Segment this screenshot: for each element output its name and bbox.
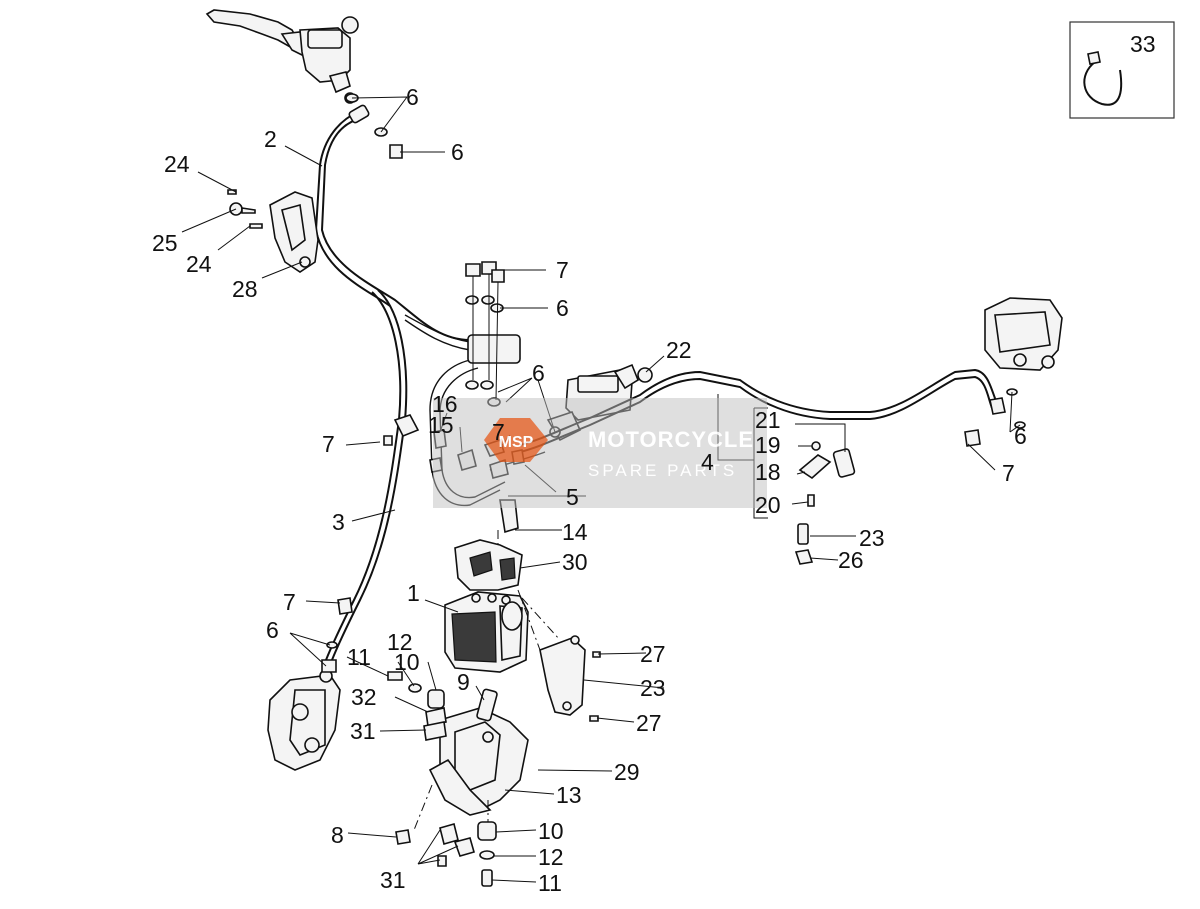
hose-2 [314, 104, 471, 341]
front-brake-caliper [267, 597, 353, 771]
callout-12: 12 [387, 629, 413, 655]
callout-14: 14 [562, 519, 588, 545]
callout-31: 31 [350, 718, 376, 744]
callout-11: 11 [347, 644, 371, 670]
callout-27: 27 [640, 641, 666, 667]
callout-33: 33 [1130, 31, 1156, 57]
callout-27: 27 [636, 710, 662, 736]
callout-9: 9 [457, 669, 470, 695]
bracket-30 [454, 539, 523, 591]
callout-7: 7 [556, 257, 569, 283]
callout-22: 23 [859, 525, 885, 551]
callout-21: 22 [666, 337, 692, 363]
callout-2: 2 [264, 126, 277, 152]
banjo-bolts-group [465, 261, 505, 407]
bracket-28 [227, 189, 319, 273]
callout-30: 30 [562, 549, 588, 575]
watermark-title: MOTORCYCLE [588, 427, 754, 452]
assembly-lines [413, 530, 561, 831]
callout-8: 7 [322, 431, 335, 457]
abs-unit [444, 591, 529, 673]
hose-3 [325, 289, 420, 661]
callout-12: 12 [538, 844, 564, 870]
callout-31: 31 [380, 867, 406, 893]
callout-24: 24 [164, 151, 190, 177]
callout-8: 8 [331, 822, 344, 848]
callout-23: 23 [640, 675, 666, 701]
watermark: MSP MOTORCYCLE SPARE PARTS [433, 398, 767, 508]
callout-7: 6 [451, 139, 464, 165]
front-brake-lever [205, 9, 359, 104]
callout-32: 32 [351, 684, 377, 710]
watermark-subtitle: SPARE PARTS [588, 461, 737, 480]
dampers-and-fasteners [387, 671, 497, 887]
callout-28: 28 [232, 276, 258, 302]
callout-6: 6 [556, 295, 569, 321]
leader-lines [181, 96, 1021, 883]
inset-box-33 [1069, 21, 1175, 119]
callout-7: 7 [283, 589, 296, 615]
callout-15: 15 [428, 412, 454, 438]
callout-10: 10 [394, 649, 420, 675]
mount-bracket-13 [428, 688, 529, 816]
callout-7: 7 [492, 419, 505, 445]
bracket-23 [539, 635, 601, 722]
rear-brake-caliper [964, 297, 1063, 447]
callout-25: 25 [152, 230, 178, 256]
callout-26: 26 [838, 547, 864, 573]
callout-18: 19 [755, 432, 781, 458]
callout-16: 16 [432, 391, 458, 417]
callout-1: 1 [407, 580, 420, 606]
callout-13: 13 [556, 782, 582, 808]
callout-7: 7 [1002, 460, 1015, 486]
callout-10: 10 [538, 818, 564, 844]
callout-6: 6 [532, 360, 545, 386]
callout-11: 11 [538, 870, 562, 896]
callout-6: 6 [266, 617, 279, 643]
watermark-logo-badge: MSP [484, 418, 548, 462]
callout-24: 24 [186, 251, 212, 277]
hose-4 [519, 367, 1006, 453]
callout-20: 21 [755, 407, 781, 433]
clips-14-15-16 [433, 429, 519, 534]
callouts: 6 6 2 24 25 24 28 7 6 6 22 16 15 7 7 5 4… [152, 31, 1156, 896]
callout-3: 3 [332, 509, 345, 535]
callout-4: 4 [701, 449, 714, 475]
callout-6: 6 [406, 84, 419, 110]
callout-19: 20 [755, 492, 781, 518]
callout-17: 18 [755, 459, 781, 485]
abs-hoses [404, 314, 521, 507]
parts-17-26 [794, 441, 856, 565]
callout-5: 5 [566, 484, 579, 510]
watermark-badge-text: MSP [499, 434, 534, 451]
washers-top [345, 93, 403, 159]
callout-6: 6 [1014, 423, 1027, 449]
callout-29: 29 [614, 759, 640, 785]
